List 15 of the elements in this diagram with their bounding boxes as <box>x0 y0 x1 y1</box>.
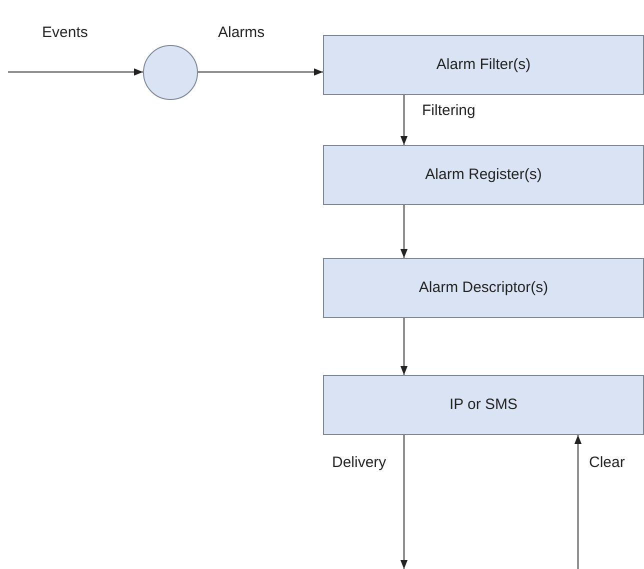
box-label: Alarm Filter(s) <box>436 54 531 75</box>
process-box <box>323 375 644 435</box>
arrow <box>400 434 408 569</box>
process-box <box>323 258 644 318</box>
arrow <box>400 318 408 376</box>
box-label: IP or SMS <box>449 394 518 415</box>
process-box <box>323 145 644 205</box>
arrow <box>198 68 324 76</box>
box-label: Alarm Register(s) <box>425 164 542 185</box>
arrow <box>574 434 582 569</box>
arrow <box>400 94 408 146</box>
process-box <box>323 35 644 95</box>
box-label: Alarm Descriptor(s) <box>418 278 548 298</box>
arrow <box>400 204 408 258</box>
arrow <box>8 68 144 76</box>
